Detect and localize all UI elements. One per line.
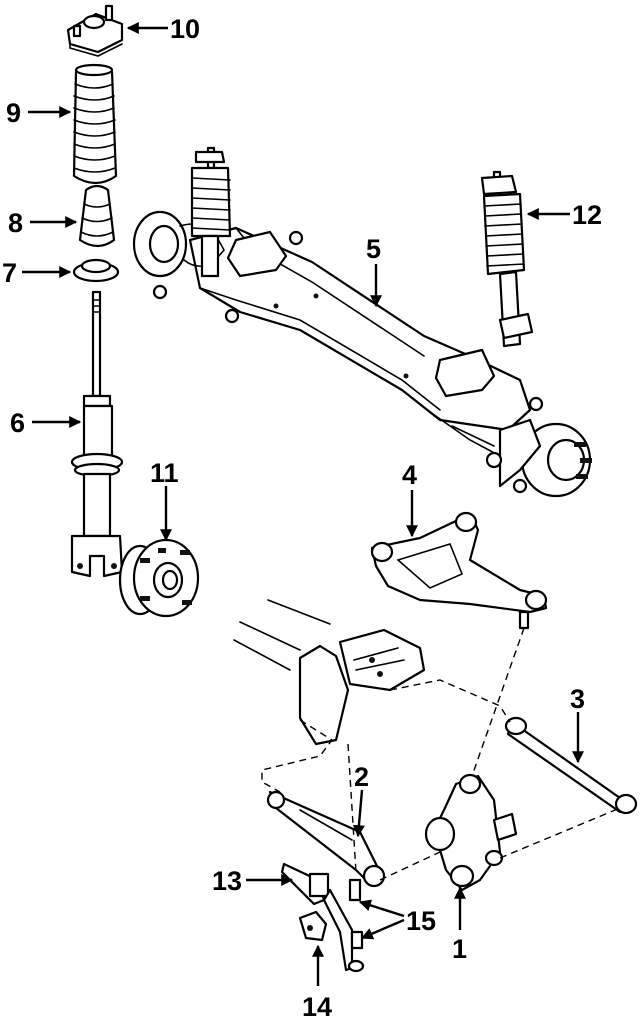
callout-5: 5 <box>366 234 381 264</box>
wheel-hub-part-11 <box>118 538 200 618</box>
callout-4: 4 <box>402 460 417 490</box>
callout-1: 1 <box>452 934 467 964</box>
crossmember-part-5 <box>132 210 592 498</box>
callout-6: 6 <box>10 408 25 438</box>
callout-15: 15 <box>406 906 436 936</box>
knuckle-part-1 <box>424 773 518 892</box>
dust-boot-part-9 <box>72 63 118 185</box>
control-arm-part-4 <box>370 511 548 630</box>
callout-2: 2 <box>354 762 369 792</box>
lower-crossmember <box>233 599 426 746</box>
callout-9: 9 <box>6 98 21 128</box>
link-bushings-part-15 <box>347 878 365 973</box>
callout-10: 10 <box>170 14 200 44</box>
callout-11: 11 <box>150 458 179 488</box>
assembly-dashed-lines <box>261 627 621 881</box>
callout-numbers: 10 9 8 7 6 11 12 5 4 3 2 1 13 14 15 <box>2 14 602 1022</box>
callout-14: 14 <box>302 992 332 1022</box>
callout-3: 3 <box>570 684 585 714</box>
lateral-link-part-3 <box>504 716 638 815</box>
callout-13: 13 <box>212 866 242 896</box>
strut-mount-part-10 <box>66 4 124 57</box>
bar-bracket-part-14 <box>298 910 328 942</box>
callout-8: 8 <box>8 208 23 238</box>
installed-strut-part-12 <box>480 170 534 348</box>
installed-strut-left <box>190 146 232 278</box>
bump-stop-part-8 <box>78 184 116 248</box>
strut-part-6 <box>70 290 124 578</box>
spring-seat-part-7 <box>72 258 120 283</box>
callout-leaders <box>22 22 584 986</box>
callout-12: 12 <box>572 200 602 230</box>
callout-7: 7 <box>2 258 17 288</box>
